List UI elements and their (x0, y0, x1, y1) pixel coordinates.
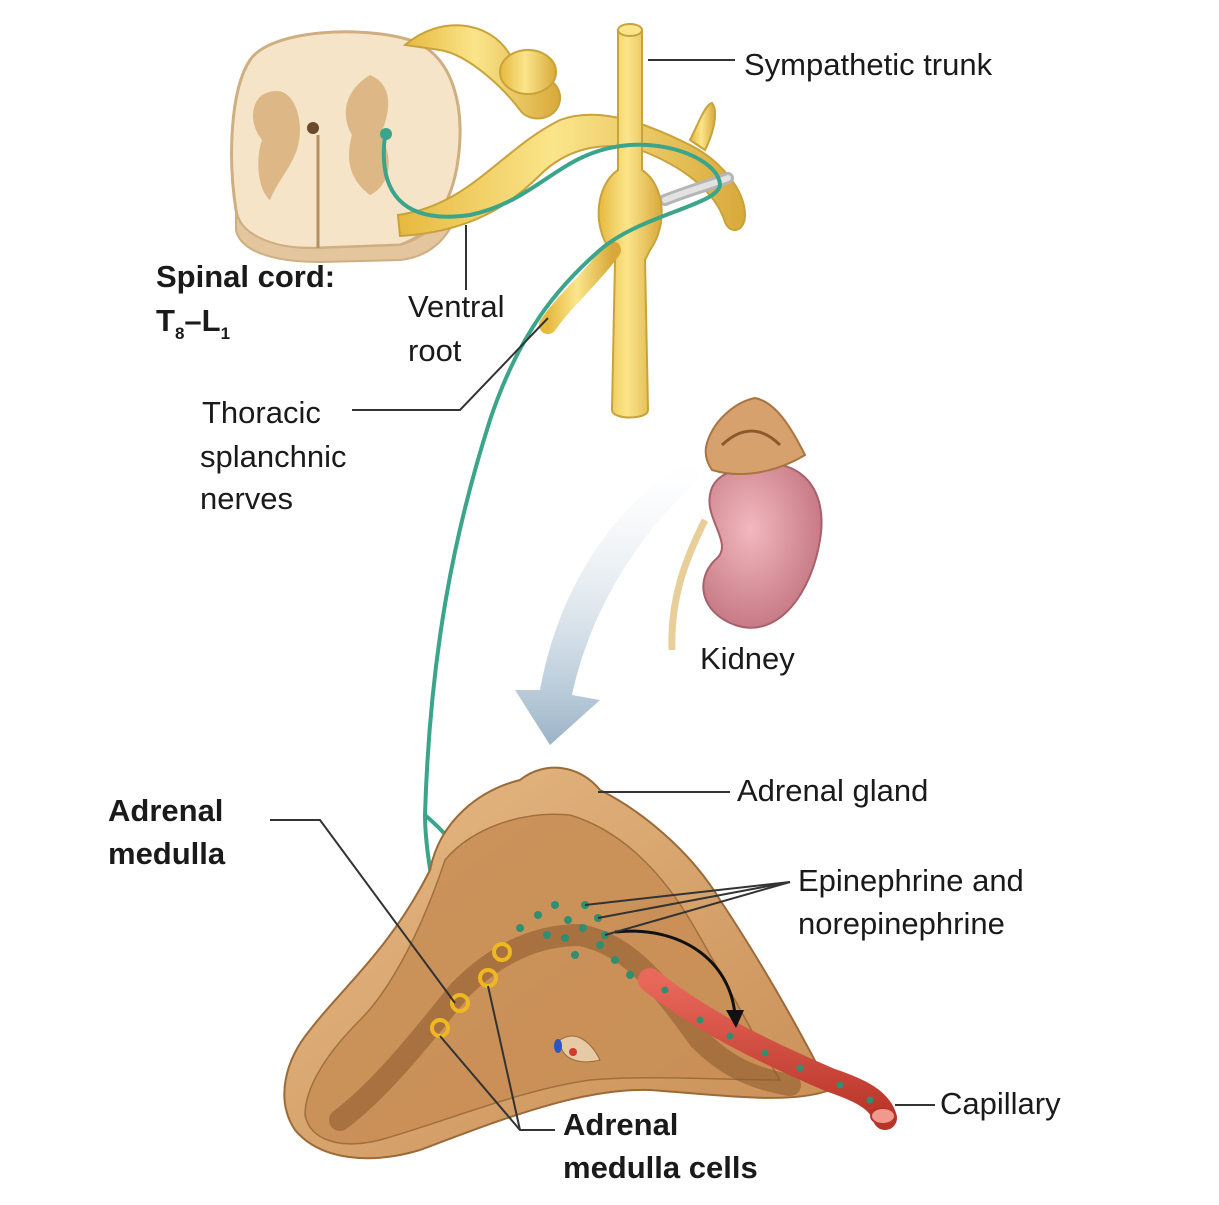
preganglionic-neuron (381, 134, 723, 996)
label-adrenal-gland: Adrenal gland (737, 773, 929, 808)
label-thoracic-line3: nerves (200, 481, 294, 516)
hormone-granules (516, 901, 874, 1104)
spinal-cord-section (230, 30, 462, 264)
secretion-arrow (614, 929, 737, 1016)
label-thoracic-line2: splanchnic (200, 439, 347, 474)
segment-l-subscript: 1 (220, 324, 231, 343)
segment-t-subscript: 8 (174, 324, 185, 343)
label-capillary: Capillary (940, 1086, 1061, 1121)
zoom-arrow (515, 460, 700, 745)
label-thoracic-line1: Thoracic (202, 395, 321, 430)
label-kidney: Kidney (700, 641, 795, 676)
label-sympathetic-trunk: Sympathetic trunk (744, 47, 993, 82)
label-adrenal-medulla-line2: medulla (108, 836, 226, 871)
label-spinal-cord-segments: T8–L1 (156, 300, 230, 347)
label-medulla-cells-line1: Adrenal (563, 1107, 679, 1142)
label-ventral-root-line2: root (408, 333, 462, 368)
label-medulla-cells-line2: medulla cells (563, 1150, 758, 1185)
adrenal-gland-section (283, 766, 832, 1160)
sympathetic-trunk (539, 23, 663, 419)
label-epinephrine-line1: Epinephrine and (798, 863, 1024, 898)
label-adrenal-medulla-line1: Adrenal (108, 793, 224, 828)
kidney-illustration (668, 396, 823, 651)
neuron-cell-body (380, 128, 392, 140)
segment-t: T (156, 303, 175, 338)
secretion-arrowhead (726, 1010, 744, 1028)
dorsal-root (402, 24, 562, 120)
label-ventral-root-line1: Ventral (408, 289, 505, 324)
label-epinephrine-line2: norepinephrine (798, 906, 1005, 941)
label-spinal-cord: Spinal cord: (156, 259, 336, 294)
leader-lines (270, 59, 935, 1131)
segment-dash-l: –L (184, 303, 221, 338)
